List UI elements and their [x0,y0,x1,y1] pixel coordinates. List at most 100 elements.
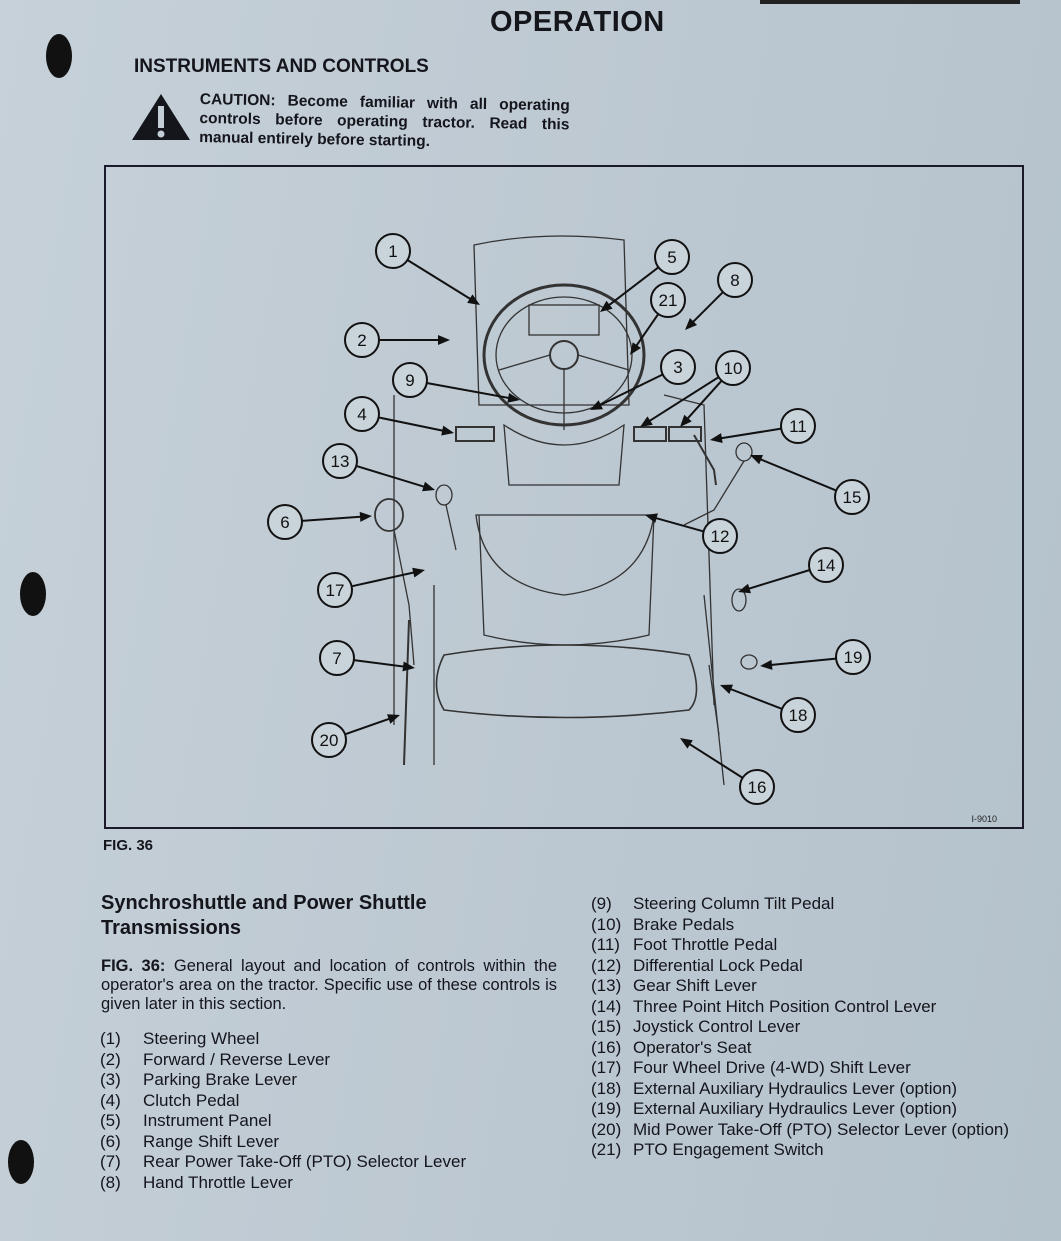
legend-item: (4)Clutch Pedal [100,1091,466,1112]
callout-number: 7 [332,649,341,668]
legend-label: Joystick Control Lever [633,1017,801,1036]
legend-label: Mid Power Take-Off (PTO) Selector Lever … [633,1119,1010,1139]
leader-line [646,376,720,424]
callout-number: 14 [817,556,836,575]
legend-item: (7) Rear Power Take-Off (PTO) Selector Le… [100,1152,466,1173]
arrowhead [438,335,450,345]
arrowhead [680,738,693,749]
callout-number: 5 [667,248,676,267]
arrowhead [685,317,698,330]
binder-hole [46,34,72,78]
leader-line [717,427,782,440]
leader-line [745,569,811,591]
leader-line [652,516,704,533]
arrowhead [441,425,454,436]
callout-21: 21 [630,282,686,355]
description-lead: FIG. 36: [101,957,166,975]
callout-circle [834,479,870,515]
legend-item: (12)Differential Lock Pedal [591,956,1009,977]
legend-label: PTO Engagement Switch [633,1140,824,1159]
leader-line [689,291,724,326]
legend-item: (15)Joystick Control Lever [591,1017,1009,1038]
subsection-title: Synchroshuttle and Power Shuttle Transmi… [101,892,427,939]
callout-circle [344,322,380,358]
callout-9: 9 [392,362,520,403]
callout-7: 7 [319,640,415,676]
legend-item: (10)Brake Pedals [591,915,1009,936]
callout-number: 12 [711,527,730,546]
leader-line [406,259,474,302]
figure-code: I-9010 [971,814,997,824]
callout-16: 16 [680,738,775,805]
callout-circle [715,350,751,386]
legend-item: (21) PTO Engagement Switch [591,1140,1009,1161]
legend-number: (7) [100,1152,121,1171]
legend-label: Forward / Reverse Lever [143,1049,331,1069]
arrowhead [359,511,372,522]
legend-item: (2)Forward / Reverse Lever [100,1050,466,1071]
tractor-drawing [374,235,758,786]
legend-label: Rear Power Take-Off (PTO) Selector Lever [143,1152,467,1171]
legend-label: Gear Shift Lever [633,976,757,995]
callout-circle [654,239,690,275]
header-rule [760,0,1020,4]
callout-circle [317,572,353,608]
callout-11: 11 [710,408,816,444]
callout-number: 2 [357,331,366,350]
callout-14: 14 [738,547,844,594]
callout-number: 8 [730,271,739,290]
legend-label: Foot Throttle Pedal [633,935,778,954]
legend-label: Three Point Hitch Position Control Lever [633,996,937,1016]
legend-number: (17) [591,1058,622,1077]
legend-item: (18)External Auxiliary Hydraulics Lever … [591,1079,1009,1100]
leader-line [633,313,660,349]
legend-number: (16) [591,1037,622,1057]
leader-line [757,457,837,492]
callout-circle [319,640,355,676]
arrowhead [590,400,603,410]
legend-number: (1) [100,1029,121,1048]
callout-circle [311,722,347,758]
arrowhead [680,414,692,427]
legend-label: Operator's Seat [633,1037,752,1057]
callout-8: 8 [685,262,753,330]
legend-number: (18) [591,1078,622,1098]
callout-3: 3 [590,349,696,410]
arrowhead [507,392,520,403]
warning-triangle-icon [132,94,190,140]
legend-item: (19)External Auxiliary Hydraulics Lever … [591,1099,1009,1120]
figure-description: FIG. 36: General layout and location of … [101,957,557,1014]
legend-item: (5)Instrument Panel [100,1111,466,1132]
callout-1: 1 [375,233,480,305]
callout-number: 3 [673,358,682,377]
legend-label: Four Wheel Drive (4-WD) Shift Lever [633,1058,911,1077]
leader-line [605,266,660,308]
callout-18: 18 [720,684,816,733]
binder-hole [8,1140,34,1184]
callout-circle [717,262,753,298]
arrowhead [422,481,435,492]
leader-line [596,373,664,408]
legend-number: (11) [591,935,620,954]
callout-number: 11 [789,417,807,436]
callout-circle [808,547,844,583]
callout-6: 6 [267,504,372,540]
legend-number: (13) [591,976,622,995]
legend-item: (3)Parking Brake Lever [100,1070,466,1091]
leader-line [378,416,447,433]
callout-circle [344,396,380,432]
callout-15: 15 [750,454,870,515]
legend-number: (10) [591,914,622,934]
callout-circle [392,362,428,398]
legend-item: (8)Hand Throttle Lever [100,1173,466,1194]
legend-number: (12) [591,955,622,975]
callout-13: 13 [322,443,435,492]
callout-20: 20 [311,714,400,758]
arrowhead [467,294,480,305]
legend-number: (21) [591,1140,622,1159]
figure-label: FIG. 36 [103,837,154,854]
page-title: OPERATION [490,6,665,38]
legend-item: (14)Three Point Hitch Position Control L… [591,997,1009,1018]
legend-list-left: (1)Steering Wheel(2)Forward / Reverse Le… [100,1029,466,1193]
